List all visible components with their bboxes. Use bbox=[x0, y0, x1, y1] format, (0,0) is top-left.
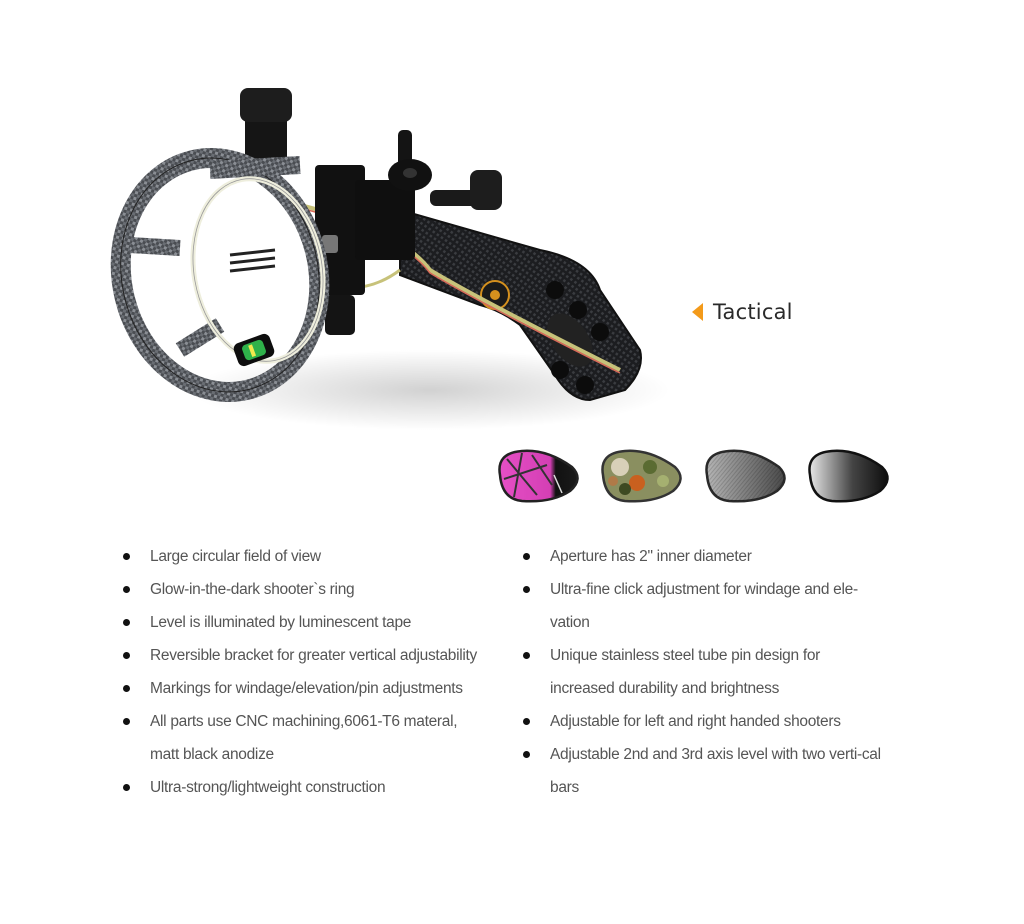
feature-item: Level is illuminated by luminescent tape bbox=[120, 606, 510, 639]
finish-swatches bbox=[488, 440, 898, 512]
bow-sight-illustration bbox=[110, 88, 670, 430]
feature-item: Markings for windage/elevation/pin adjus… bbox=[120, 672, 510, 705]
feature-list-left: Large circular field of view Glow-in-the… bbox=[120, 540, 510, 804]
black-gradient-swatch-icon bbox=[808, 449, 889, 503]
feature-item: Glow-in-the-dark shooter`s ring bbox=[120, 573, 510, 606]
feature-item: Ultra-strong/lightweight construction bbox=[120, 771, 510, 804]
swatch-pink-camo[interactable] bbox=[492, 445, 584, 507]
feature-item: Ultra-fine click adjustment for windage … bbox=[520, 573, 910, 639]
swatch-woodland-camo[interactable] bbox=[595, 445, 687, 507]
feature-item: Aperture has 2" inner diameter bbox=[520, 540, 910, 573]
carbon-grey-swatch-icon bbox=[704, 449, 786, 503]
swatch-carbon-grey[interactable] bbox=[699, 445, 791, 507]
variant-label: Tactical bbox=[692, 298, 793, 326]
feature-item: Adjustable for left and right handed sho… bbox=[520, 705, 910, 738]
feature-item: Large circular field of view bbox=[120, 540, 510, 573]
feature-item: Unique stainless steel tube pin design f… bbox=[520, 639, 910, 705]
variant-name: Tactical bbox=[713, 300, 793, 324]
feature-list-right: Aperture has 2" inner diameter Ultra-fin… bbox=[520, 540, 910, 804]
swatch-black-gradient[interactable] bbox=[802, 445, 894, 507]
product-image bbox=[100, 70, 680, 450]
woodland-camo-swatch-icon bbox=[601, 449, 683, 503]
left-arrow-icon bbox=[692, 303, 703, 321]
feature-item: Reversible bracket for greater vertical … bbox=[120, 639, 510, 672]
pink-camo-swatch-icon bbox=[498, 449, 579, 503]
feature-item: All parts use CNC machining,6061-T6 mate… bbox=[120, 705, 510, 771]
feature-item: Adjustable 2nd and 3rd axis level with t… bbox=[520, 738, 910, 804]
